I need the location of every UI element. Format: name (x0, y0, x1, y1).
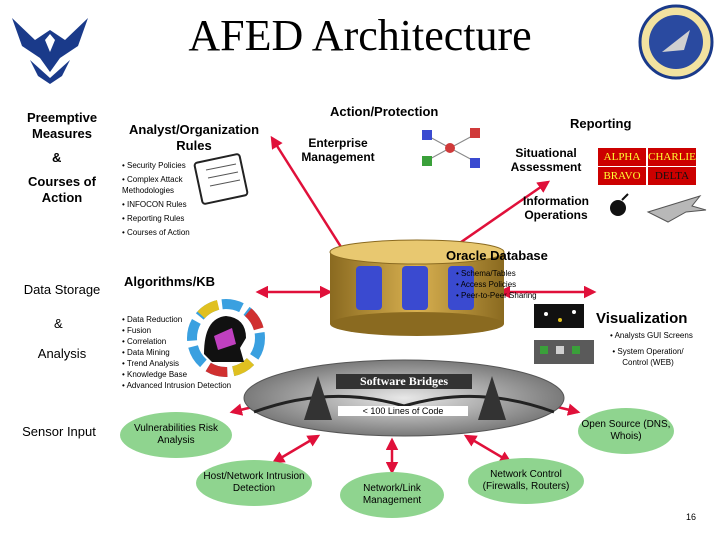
list-item: • Schema/Tables (456, 269, 516, 278)
list-item: • Peer-to-Peer Sharing (456, 291, 537, 300)
software-bridges-oval-icon (243, 359, 565, 437)
list-item: • INFOCON Rules (122, 200, 187, 209)
list-item: • Access Policies (456, 280, 517, 289)
oracle-database-list: • Schema/Tables • Access Policies • Peer… (456, 268, 537, 301)
preemptive-measures-label: Preemptive Measures (26, 110, 98, 141)
network-control-node: Network Control (Firewalls, Routers) (468, 458, 584, 504)
analyst-rules-list: • Security Policies • Complex Attack Met… (122, 160, 196, 238)
list-item: • Fusion (122, 326, 152, 335)
open-source-node: Open Source (DNS, Whois) (578, 408, 674, 454)
enterprise-management-label: Enterprise Management (301, 136, 375, 164)
database-cylinder-icon (329, 239, 505, 336)
sensor-input-label: Sensor Input (22, 424, 96, 439)
data-storage-label: Data Storage (23, 282, 101, 297)
emblem-seal-icon (638, 4, 714, 80)
ampersand-label-2: & (54, 316, 63, 331)
visualization-screens-icon (534, 304, 594, 364)
action-protection-heading: Action/Protection (330, 104, 439, 119)
list-item: • Knowledge Base (122, 370, 188, 379)
information-operations-label: Information Operations (523, 194, 589, 222)
grid-cell-bravo: BRAVO (598, 167, 646, 185)
grid-cell-delta: DELTA (648, 167, 696, 185)
cycle-arrows-icon (187, 299, 265, 377)
visualization-bullet-gui: • Analysts GUI Screens (610, 331, 693, 340)
grid-cell-alpha: ALPHA (598, 148, 646, 166)
courses-of-action-label: Courses of Action (28, 174, 96, 205)
analyst-rules-heading: Analyst/Organization Rules (128, 122, 260, 153)
page-title: AFED Architecture (188, 11, 532, 60)
algorithms-kb-list: • Data Reduction • Fusion • Correlation … (122, 314, 231, 391)
analysis-label: Analysis (37, 346, 87, 361)
alert-level-grid: ALPHA CHARLIE BRAVO DELTA (598, 148, 698, 186)
network-nodes-icon (422, 128, 480, 168)
list-item: • Data Mining (122, 348, 170, 357)
list-item: • Courses of Action (122, 228, 190, 237)
air-force-logo-icon (12, 18, 88, 84)
list-item: • Data Reduction (122, 315, 183, 324)
vulnerabilities-risk-node: Vulnerabilities Risk Analysis (120, 412, 232, 458)
list-item: • Complex Attack Methodologies (122, 175, 183, 195)
host-network-intrusion-node: Host/Network Intrusion Detection (196, 460, 312, 506)
jet-icon (646, 195, 707, 223)
list-item: • Trend Analysis (122, 359, 180, 368)
list-item: • Security Policies (122, 161, 186, 170)
oracle-database-heading: Oracle Database (446, 248, 548, 263)
list-item: • Reporting Rules (122, 214, 185, 223)
page-number: 16 (686, 512, 697, 522)
grid-cell-charlie: CHARLIE (648, 148, 696, 166)
list-item: • Advanced Intrusion Detection (122, 381, 232, 390)
ampersand-label-1: & (52, 150, 62, 165)
visualization-bullet-web: • System Operation/ Control (WEB) (612, 347, 684, 367)
network-link-management-node: Network/Link Management (340, 472, 444, 518)
software-bridges-label: Software Bridges (336, 374, 472, 389)
algorithms-kb-heading: Algorithms/KB (124, 274, 215, 289)
list-item: • Correlation (122, 337, 167, 346)
reporting-heading: Reporting (570, 116, 632, 131)
visualization-heading: Visualization (596, 310, 688, 327)
situational-assessment-label: Situational Assessment (510, 146, 582, 174)
bomb-icon (610, 193, 629, 216)
clipboard-icon (193, 153, 249, 205)
bridge-lines-of-code-label: < 100 Lines of Code (338, 406, 468, 416)
